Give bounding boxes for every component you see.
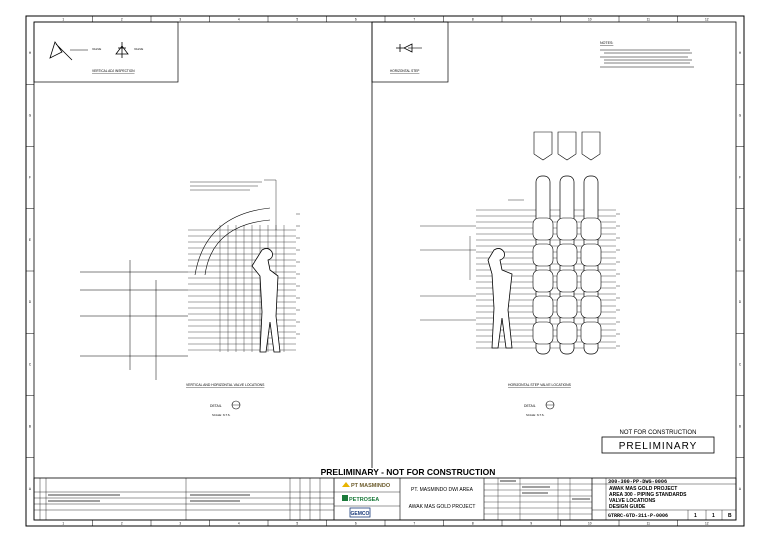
company-logo-3: GEMCO xyxy=(351,511,370,517)
title-block: PT MASMINDO PETROSEA GEMCO PT. MASMINDO … xyxy=(33,477,737,521)
grid-col-label: 5 xyxy=(296,522,298,526)
grid-col-label: 12 xyxy=(705,18,709,22)
detail-label-right: DETAIL xyxy=(524,404,536,408)
drawing-number: 300-300-PP-DWG-0006 xyxy=(608,479,667,485)
grid-col-label: 8 xyxy=(472,522,474,526)
left-section-drawing: VERTICAL AND HORIZONTAL VALVE LOCATIONS … xyxy=(80,179,300,417)
grid-col-label: 3 xyxy=(179,522,181,526)
grid-col-label: 2 xyxy=(121,522,123,526)
grid-row-label: F xyxy=(29,176,31,180)
grid-row-label: E xyxy=(29,238,31,242)
drawing-title-line-3: VALVE LOCATIONS xyxy=(609,498,656,504)
valve-stem-icon xyxy=(115,42,129,58)
grid-col-label: 10 xyxy=(588,522,592,526)
grid-row-label: C xyxy=(739,362,742,366)
revision-table xyxy=(34,478,335,520)
approvals-grid xyxy=(484,478,593,520)
worker-figure-icon xyxy=(251,248,281,353)
grid-col-label: 7 xyxy=(413,18,415,22)
grid-row-label: D xyxy=(739,300,742,304)
tag-shield-3-icon xyxy=(581,131,601,161)
grid-col-label: 8 xyxy=(472,18,474,22)
section-caption-right: HORIZONTAL STEP VALVE LOCATIONS xyxy=(508,383,572,387)
grid-col-label: 1 xyxy=(62,522,64,526)
horizontal-elevation-keybox: HORIZONTAL STEP xyxy=(371,21,449,83)
view-caption-vertical: VERTICAL ADJ INSPECTION xyxy=(92,69,135,73)
sheet-border xyxy=(25,15,745,527)
grid-row-label: H xyxy=(739,51,742,55)
grid-row-label: F xyxy=(739,176,741,180)
gemco-logo-icon xyxy=(349,507,371,518)
valve-symbol-icon xyxy=(49,41,73,61)
notes-block: NOTES: xyxy=(600,41,694,68)
grid-col-label: 6 xyxy=(355,522,357,526)
stamp-line2: PRELIMINARY xyxy=(619,441,698,452)
grid-row-label: E xyxy=(739,238,741,242)
grid-row-label: G xyxy=(739,113,742,117)
grid-col-label: 7 xyxy=(413,522,415,526)
grid-row-label: G xyxy=(29,113,32,117)
grid-col-label: 4 xyxy=(238,18,240,22)
worker-figure-right-icon xyxy=(487,248,513,349)
drawing-title-line-2: AREA 300 - PIPING STANDARDS xyxy=(609,492,687,498)
detail-label-left: DETAIL xyxy=(210,404,222,408)
tag-shield-1-icon xyxy=(533,131,553,161)
grid-col-label: 9 xyxy=(530,18,532,22)
svg-text:VALVE: VALVE xyxy=(134,47,143,51)
drawing-title-line-4: DESIGN GUIDE xyxy=(609,504,646,510)
grid-row-label: B xyxy=(29,425,31,429)
svg-text:VALVE: VALVE xyxy=(92,47,101,51)
grid-col-label: 11 xyxy=(647,522,651,526)
company-logo-2: PETROSEA xyxy=(349,497,379,503)
revision-letter: B xyxy=(728,513,732,519)
grid-row-label: H xyxy=(29,51,32,55)
tag-shield-2-icon xyxy=(557,131,577,161)
drawing-title-line-1: AWAK MAS GOLD PROJECT xyxy=(609,486,677,492)
grid-row-label: A xyxy=(739,487,742,491)
grid-col-label: 12 xyxy=(705,522,709,526)
area-name: PT. MASMINDO DWI AREA xyxy=(411,487,474,493)
grid-col-label: 5 xyxy=(296,18,298,22)
project-name: AWAK MAS GOLD PROJECT xyxy=(409,504,476,510)
notes-heading: NOTES: xyxy=(600,41,613,45)
sheet-total: 1 xyxy=(712,513,715,519)
grid-row-label: B xyxy=(739,425,741,429)
grid-col-label: 1 xyxy=(62,18,64,22)
view-caption-horizontal: HORIZONTAL STEP xyxy=(390,69,419,73)
detail-note-left: SCALE: N.T.S. xyxy=(212,413,231,417)
petrosea-logo-icon xyxy=(342,495,348,501)
grid-row-label: D xyxy=(29,300,32,304)
grid-col-label: 11 xyxy=(647,18,651,22)
drawing-title: AWAK MAS GOLD PROJECT AREA 300 - PIPING … xyxy=(609,486,687,510)
stamp-line1: NOT FOR CONSTRUCTION xyxy=(620,430,697,436)
grid-col-label: 9 xyxy=(530,522,532,526)
right-section-drawing: HORIZONTAL STEP VALVE LOCATIONS DETAIL S… xyxy=(420,131,620,417)
preliminary-banner: PRELIMINARY - NOT FOR CONSTRUCTION xyxy=(321,467,496,477)
grid-row-label: C xyxy=(29,362,32,366)
detail-note-right: SCALE: N.T.S. xyxy=(526,413,545,417)
section-caption-left: VERTICAL AND HORIZONTAL VALVE LOCATIONS xyxy=(186,383,265,387)
grid-col-label: 2 xyxy=(121,18,123,22)
grid-row-label: A xyxy=(29,487,32,491)
sheet-number: 1 xyxy=(694,513,697,519)
preliminary-stamp: NOT FOR CONSTRUCTION PRELIMINARY xyxy=(601,430,715,454)
grid-col-label: 3 xyxy=(179,18,181,22)
grid-col-label: 6 xyxy=(355,18,357,22)
document-number: GTRRC-GTD-311-P-0006 xyxy=(608,513,668,519)
grid-col-label: 4 xyxy=(238,522,240,526)
grid-col-label: 10 xyxy=(588,18,592,22)
vertical-elevation-keybox: VALVE VALVE VERTICAL ADJ INSPECTION xyxy=(33,21,179,83)
masmindo-logo-icon xyxy=(342,482,350,487)
company-logo-1: PT MASMINDO xyxy=(351,483,391,489)
